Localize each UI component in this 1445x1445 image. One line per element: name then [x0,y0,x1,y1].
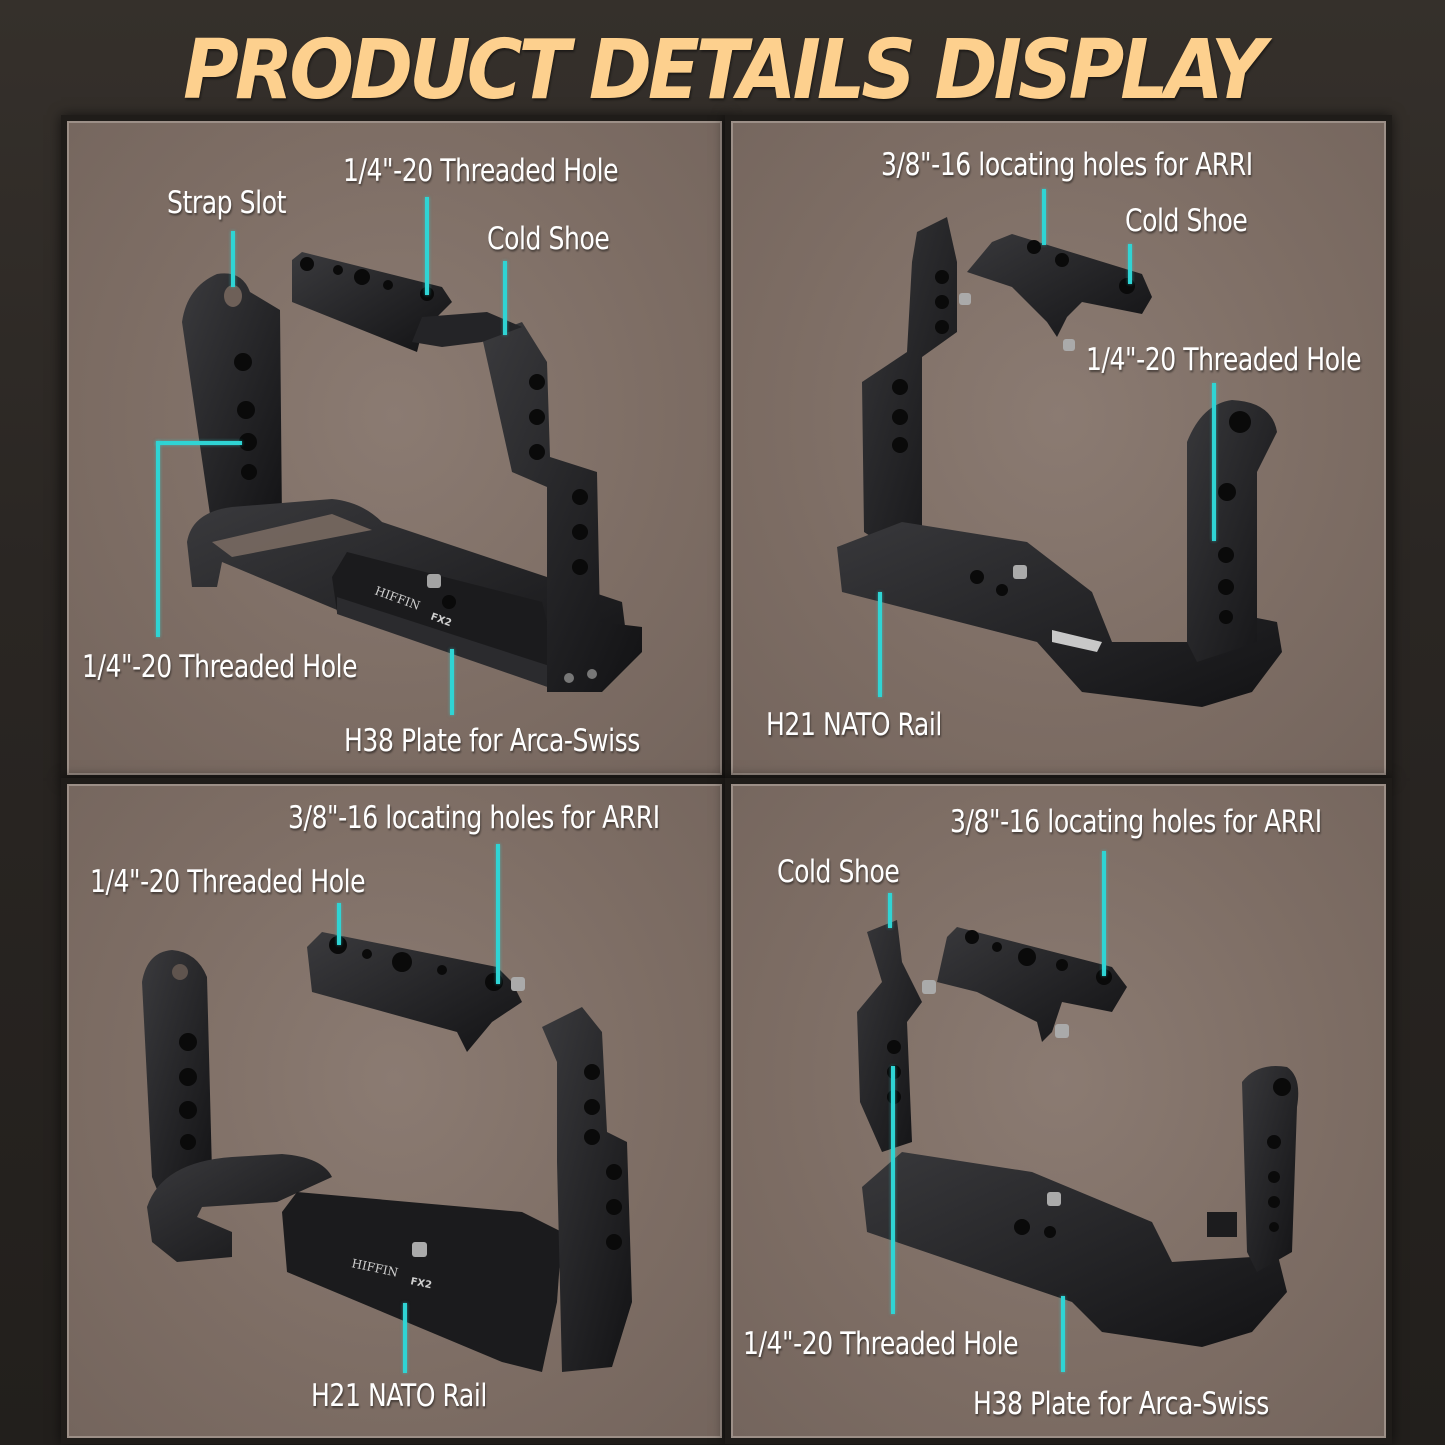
label-arca-plate: H38 Plate for Arca-Swiss [344,723,640,759]
leader-line [231,231,235,287]
label-cold-shoe: Cold Shoe [487,221,610,257]
camera-cage-image: HIFFIN FX2 [142,932,632,1372]
leader-line [1042,189,1046,245]
camera-cage-image [837,217,1282,707]
label-strap-slot: Strap Slot [167,185,286,221]
label-arri-holes: 3/8"-16 locating holes for ARRI [288,800,660,836]
leader-line [403,1303,407,1373]
label-threaded-hole-top: 1/4"-20 Threaded Hole [343,153,619,189]
leader-line [1212,383,1216,541]
leader-line [503,261,507,335]
leader-line [450,649,454,715]
model-engraving: FX2 [409,1276,432,1291]
leader-line [496,844,500,984]
panel-bottom-right: 3/8"-16 locating holes for ARRI Cold Sho… [731,784,1386,1438]
camera-cage-image [857,920,1299,1347]
label-threaded-hole: 1/4"-20 Threaded Hole [743,1326,1019,1362]
page-title: PRODUCT DETAILS DISPLAY [183,21,1266,118]
leader-line [156,441,160,637]
leader-line [1061,1296,1065,1372]
camera-cage-image: HIFFIN FX2 [182,252,642,692]
leader-line [891,1066,895,1314]
label-arri-holes: 3/8"-16 locating holes for ARRI [950,804,1322,840]
leader-line [337,903,341,945]
leader-line [156,441,242,445]
label-arca-plate: H38 Plate for Arca-Swiss [973,1386,1269,1422]
label-arri-holes: 3/8"-16 locating holes for ARRI [881,147,1253,183]
label-nato-rail: H21 NATO Rail [311,1378,487,1414]
panel-top-left: HIFFIN FX2 Strap Slot 1/4"-20 Threaded H… [67,121,722,775]
leader-line [878,592,882,697]
label-threaded-hole: 1/4"-20 Threaded Hole [90,864,366,900]
label-threaded-hole-side: 1/4"-20 Threaded Hole [82,649,358,685]
label-cold-shoe: Cold Shoe [777,854,900,890]
label-nato-rail: H21 NATO Rail [766,707,942,743]
leader-line [888,893,892,928]
label-cold-shoe: Cold Shoe [1125,203,1248,239]
leader-line [425,197,429,295]
leader-line [1128,244,1132,284]
panel-bottom-left: HIFFIN FX2 3/8"-16 locating holes for AR… [67,784,722,1438]
leader-line [1102,851,1106,976]
panel-top-right: 3/8"-16 locating holes for ARRI Cold Sho… [731,121,1386,775]
label-threaded-hole: 1/4"-20 Threaded Hole [1086,342,1362,378]
